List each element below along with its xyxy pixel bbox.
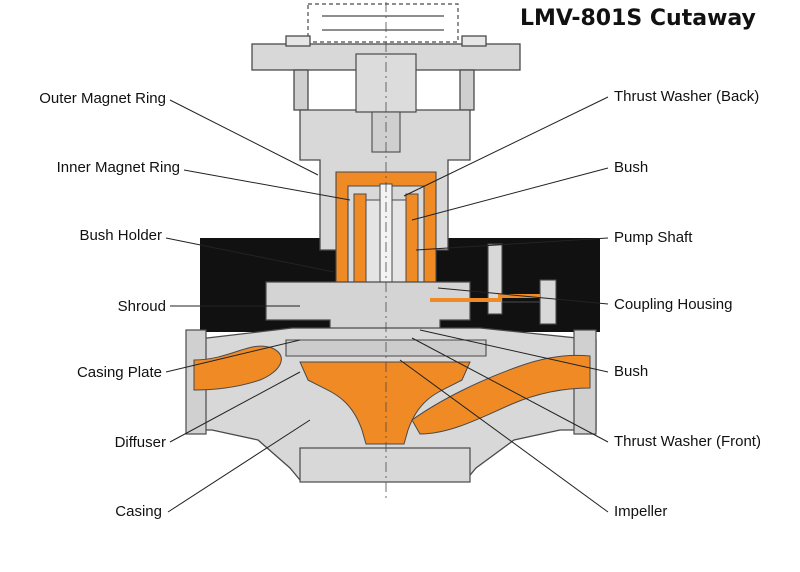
diagram-title: LMV-801S Cutaway: [520, 6, 756, 31]
label-impeller: Impeller: [614, 503, 668, 520]
motor-stub: [307, 3, 459, 43]
label-outer-magnet-ring: Outer Magnet Ring: [39, 90, 166, 107]
label-bush-holder: Bush Holder: [79, 227, 162, 244]
leader-outer-magnet-ring: [169, 99, 319, 176]
label-shroud: Shroud: [117, 298, 166, 315]
label-thrust-washer-back: Thrust Washer (Back): [614, 88, 760, 105]
leader-bush-front: [419, 329, 609, 373]
leader-thrust-washer-front: [411, 337, 609, 443]
label-casing: Casing: [115, 503, 162, 520]
leader-thrust-washer-back: [403, 96, 609, 197]
impeller-shape: [299, 361, 471, 445]
casing-foot: [299, 447, 471, 483]
leader-inner-magnet-ring: [183, 169, 351, 201]
vent-handle: [487, 243, 557, 325]
label-diffuser: Diffuser: [114, 434, 166, 451]
label-pump-shaft: Pump Shaft: [614, 229, 693, 246]
label-bush-back: Bush: [614, 159, 649, 176]
inlet-passage: [193, 345, 282, 391]
leader-casing: [167, 419, 311, 513]
leader-pump-shaft: [415, 237, 609, 251]
leader-coupling-housing: [437, 287, 609, 305]
leader-bush-holder: [165, 237, 335, 273]
leader-diffuser: [169, 371, 301, 443]
leader-lines-right: [399, 96, 609, 513]
label-thrust-washer-front: Thrust Washer (Front): [614, 433, 761, 450]
leader-bush-back: [411, 167, 609, 221]
label-inner-magnet-ring: Inner Magnet Ring: [56, 159, 180, 176]
leader-lines-left: [165, 99, 351, 513]
outlet-passage: [411, 354, 591, 435]
label-bush-front: Bush: [614, 363, 649, 380]
leader-casing-plate: [165, 339, 301, 373]
label-coupling-housing: Coupling Housing: [614, 296, 733, 313]
leader-impeller: [399, 359, 609, 513]
label-casing-plate: Casing Plate: [76, 364, 162, 381]
